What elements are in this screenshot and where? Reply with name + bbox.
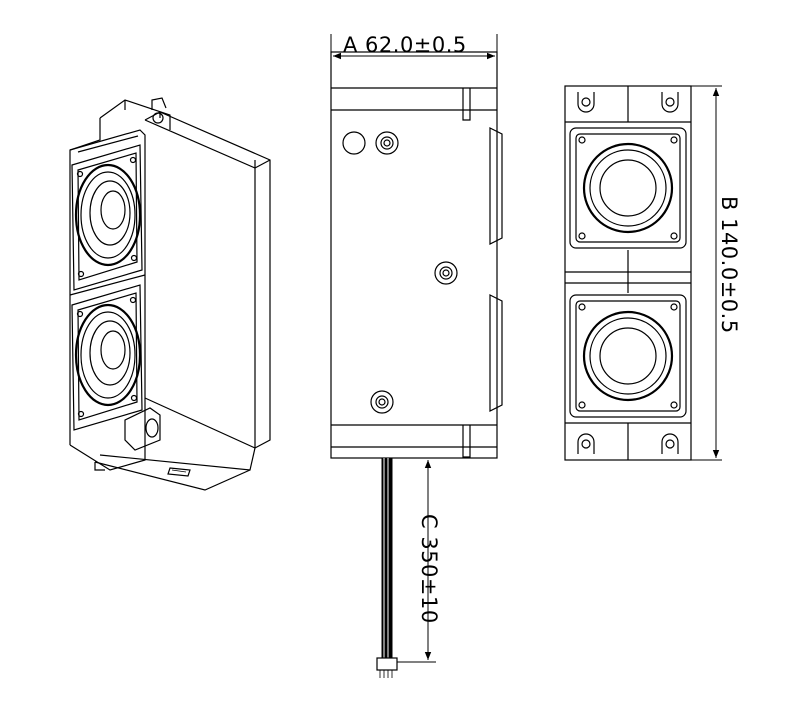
- dimension-b-label: B 140.0±0.5: [717, 196, 741, 334]
- dimension-c: C 350±10: [397, 457, 441, 663]
- back-view: [564, 85, 692, 461]
- dimension-a: A 62.0±0.5: [330, 33, 498, 60]
- dimension-c-label: C 350±10: [417, 514, 441, 624]
- dimension-b: B 140.0±0.5: [691, 85, 741, 461]
- dimension-a-label: A 62.0±0.5: [343, 33, 467, 57]
- isometric-view: [69, 97, 271, 491]
- front-view: [330, 51, 503, 678]
